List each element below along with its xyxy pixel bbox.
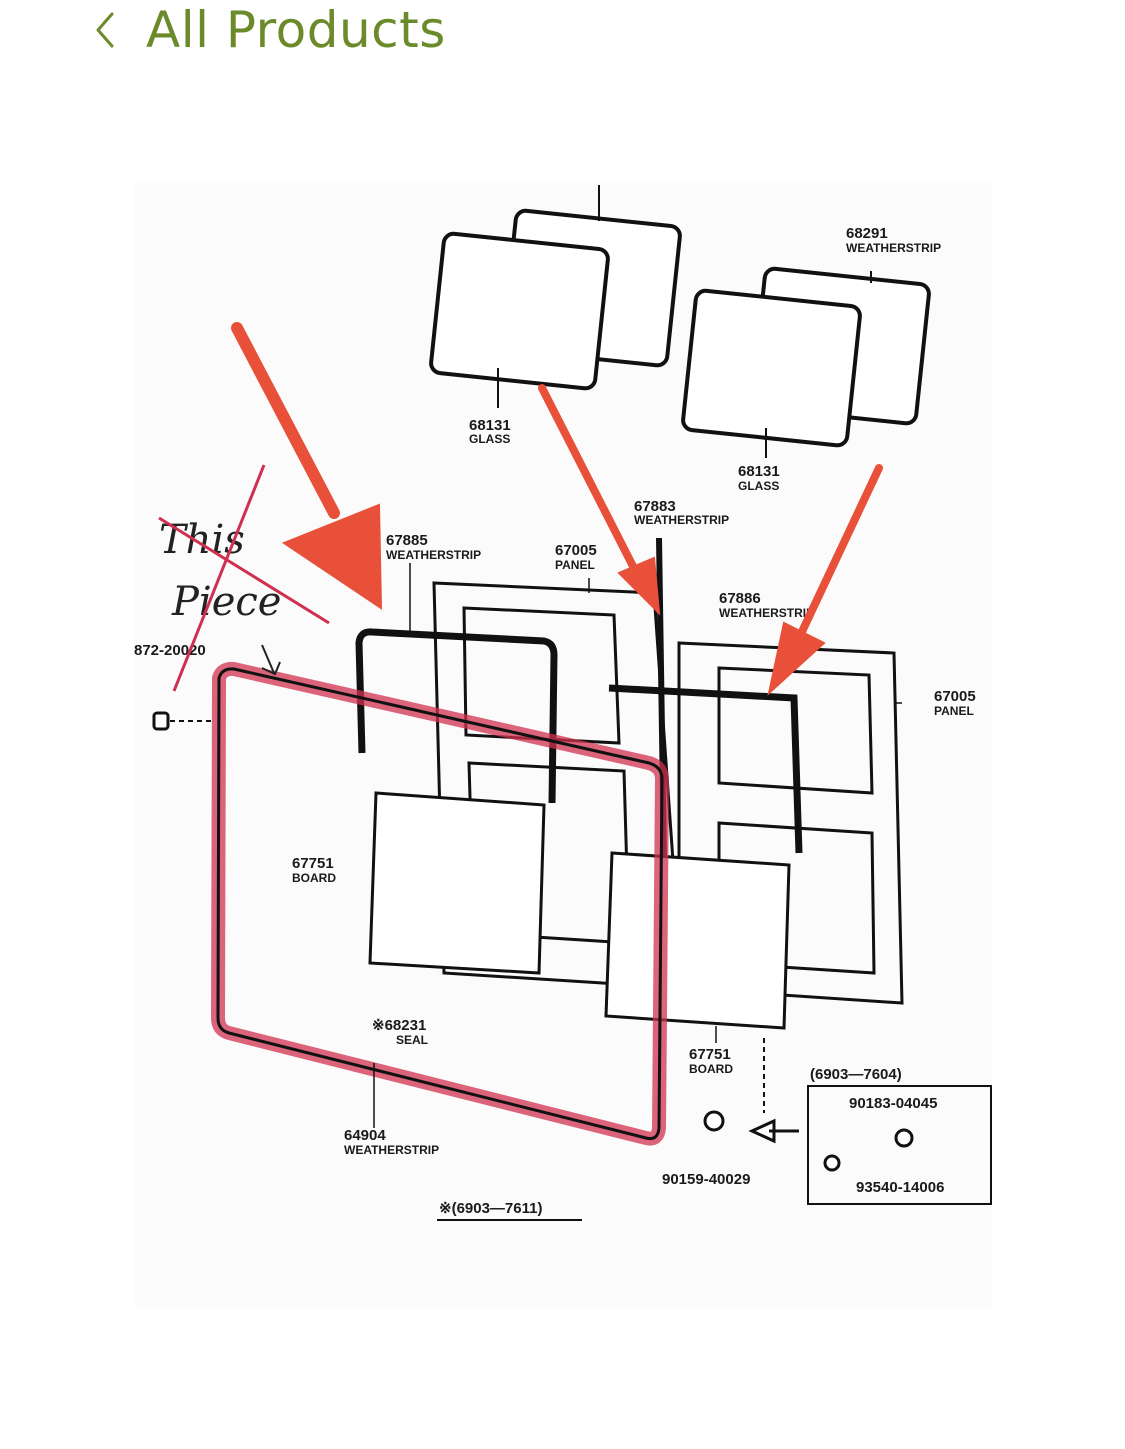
parts-diagram: 68291 WEATHERSTRIP 68131 GLASS 68131 GLA…: [134, 185, 992, 1221]
annotation-piece: Piece: [171, 579, 281, 625]
part-name: WEATHERSTRIP: [719, 606, 814, 620]
inset-part-a: 90183-04045: [849, 1095, 937, 1112]
part-number: 67005: [934, 688, 976, 705]
inset-part-b: 93540-14006: [856, 1179, 944, 1196]
back-to-all-products-link[interactable]: All Products: [88, 0, 446, 60]
inset-range: (6903—7604): [810, 1066, 902, 1083]
back-link-label: All Products: [146, 1, 446, 59]
parts-diagram-image: 68291 WEATHERSTRIP 68131 GLASS 68131 GLA…: [134, 183, 992, 1307]
part-number: 90159-40029: [662, 1171, 750, 1188]
part-name: BOARD: [292, 871, 336, 885]
weatherstrip-67885: [355, 628, 558, 804]
weatherstrip-64904: [216, 667, 664, 1140]
part-name: WEATHERSTRIP: [634, 513, 729, 527]
red-arrow-right: [795, 464, 883, 642]
part-name: GLASS: [469, 432, 510, 446]
chevron-left-icon: [96, 12, 114, 48]
part-number: 67751: [689, 1046, 731, 1063]
part-number: 67883: [634, 498, 676, 515]
footer-range: ※(6903—7611): [439, 1200, 542, 1217]
glass-68131-left: [429, 231, 610, 391]
red-arrow-middle: [538, 384, 643, 582]
glass-68131-right: [681, 288, 862, 448]
part-name: SEAL: [396, 1033, 428, 1047]
cross-out-mark: [158, 464, 330, 692]
part-name: PANEL: [555, 558, 595, 572]
part-number: 68131: [469, 417, 511, 434]
part-number: ※68231: [372, 1017, 426, 1034]
clip-90159-40029: [703, 1110, 725, 1132]
part-name: GLASS: [738, 479, 779, 493]
part-number: 67005: [555, 542, 597, 559]
part-name: PANEL: [934, 704, 974, 718]
small-arrow-icon: [261, 644, 281, 676]
inset-box: [807, 1085, 992, 1205]
board-67751-left: [368, 791, 546, 975]
board-67751-right: [604, 851, 791, 1030]
part-number: 872-20020: [134, 642, 206, 659]
part-number: 67886: [719, 590, 761, 607]
part-number: 68291: [846, 225, 888, 242]
annotation-this: This: [159, 517, 245, 563]
part-name: WEATHERSTRIP: [386, 548, 481, 562]
part-name: BOARD: [689, 1062, 733, 1076]
red-arrow-large: [231, 322, 340, 519]
part-number: 68131: [738, 463, 780, 480]
part-name: WEATHERSTRIP: [344, 1143, 439, 1157]
part-number: 67885: [386, 532, 428, 549]
part-name: WEATHERSTRIP: [846, 241, 941, 255]
part-number: 64904: [344, 1127, 386, 1144]
weatherstrip-67886: [608, 684, 803, 854]
part-number: 67751: [292, 855, 334, 872]
